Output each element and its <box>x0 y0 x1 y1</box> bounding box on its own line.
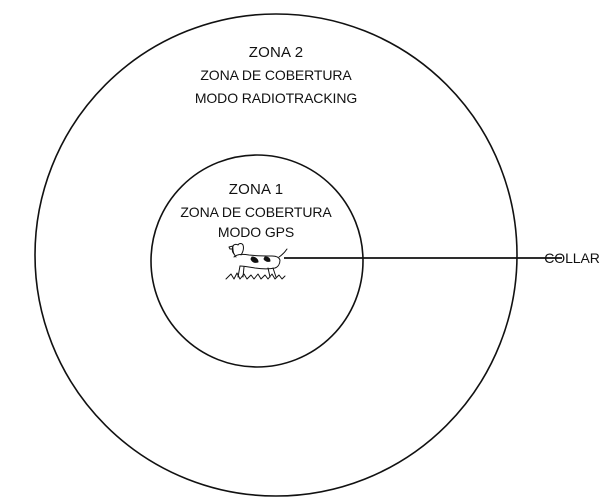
collar-label: COLLAR <box>544 250 600 266</box>
zone-2-mode-label: MODO RADIOTRACKING <box>194 90 358 106</box>
zone-2-coverage-label: ZONA DE COBERTURA <box>200 67 352 83</box>
zone-1-circle <box>150 154 364 368</box>
zone-2-title: ZONA 2 <box>248 44 304 61</box>
zone-1-title: ZONA 1 <box>228 181 284 198</box>
pointer-dog-icon <box>225 243 288 280</box>
zone-1-coverage-label: ZONA DE COBERTURA <box>180 204 332 220</box>
zone-2-circle <box>34 13 518 497</box>
zone-1-mode-label: MODO GPS <box>217 224 295 240</box>
